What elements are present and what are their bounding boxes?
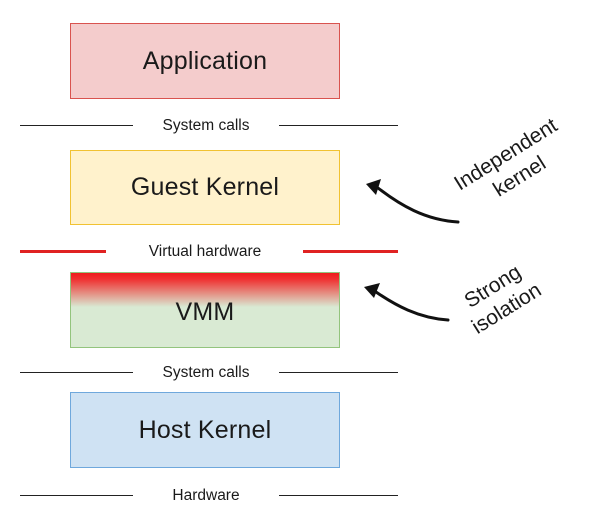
strong-isolation-arrow — [374, 290, 450, 322]
host-kernel-layer: Host Kernel — [70, 392, 340, 468]
independent-kernel-arrow — [376, 186, 460, 224]
application-layer: Application — [70, 23, 340, 99]
virtual-hardware-line-left — [20, 250, 106, 253]
system-calls-bottom-line-right — [279, 372, 398, 373]
vmm-label: VMM — [175, 297, 235, 326]
vmm-layer: VMM — [70, 272, 340, 348]
hardware-line-right — [279, 495, 398, 496]
system-calls-top-line-right — [279, 125, 398, 126]
system-calls-bottom-line-left — [20, 372, 133, 373]
guest-kernel-label: Guest Kernel — [130, 173, 280, 201]
host-kernel-label: Host Kernel — [138, 415, 272, 444]
system-calls-bottom-label: System calls — [162, 364, 250, 381]
guest-kernel-layer: Guest Kernel — [70, 150, 340, 225]
application-label: Application — [142, 46, 268, 75]
independent-kernel-arrowhead — [366, 179, 381, 195]
hardware-label: Hardware — [172, 487, 240, 504]
virtual-hardware-line-right — [303, 250, 398, 253]
strong-isolation-arrowhead — [364, 283, 380, 298]
virtual-hardware-label: Virtual hardware — [148, 243, 262, 260]
hardware-line-left — [20, 495, 133, 496]
system-calls-top-label: System calls — [162, 117, 250, 134]
system-calls-top-line-left — [20, 125, 133, 126]
